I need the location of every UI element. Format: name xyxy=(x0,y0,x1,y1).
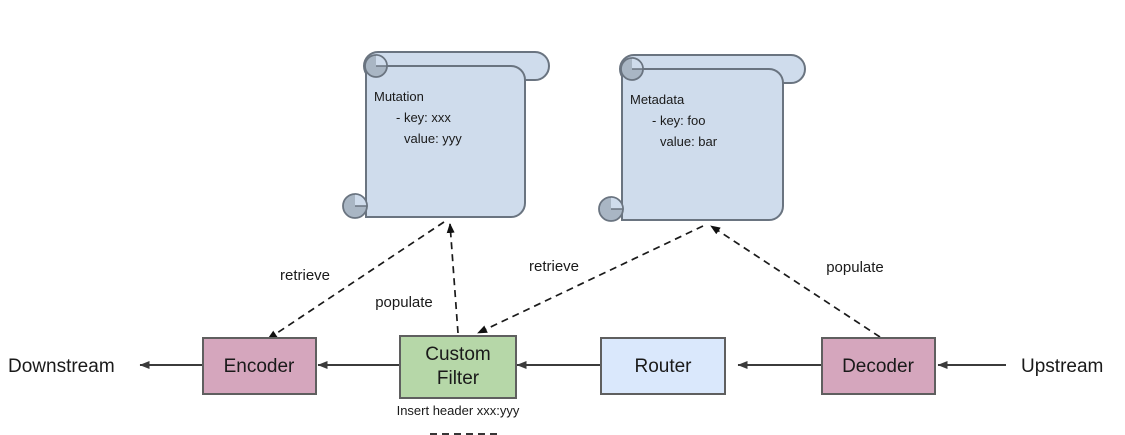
node-decoder-label: Decoder xyxy=(842,356,914,377)
node-router[interactable]: Router xyxy=(600,337,726,395)
metadata-note-bottom-curl-inner xyxy=(610,196,624,210)
node-router-rect xyxy=(600,337,726,395)
edge-label-populate-left: populate xyxy=(375,294,433,311)
edge-populate-decoder-to-metadata xyxy=(710,225,881,338)
mutation-note-body xyxy=(365,65,526,218)
edge-label-populate-right: populate xyxy=(826,259,884,276)
node-custom-filter-label-line2: Filter xyxy=(437,368,480,389)
mutation-note-title: Mutation xyxy=(374,89,424,104)
mutation-note-line2: value: yyy xyxy=(404,131,462,146)
metadata-note-top-curl-inner xyxy=(631,57,644,70)
node-custom-filter-rect xyxy=(399,335,517,399)
node-custom-filter[interactable]: Custom Filter xyxy=(399,335,517,399)
node-decoder[interactable]: Decoder xyxy=(821,337,936,395)
metadata-note-line1: - key: foo xyxy=(652,113,705,128)
node-encoder[interactable]: Encoder xyxy=(202,337,317,395)
metadata-note-title: Metadata xyxy=(630,92,685,107)
metadata-note-body xyxy=(621,68,784,221)
edge-retrieve-metadata-to-customfilter xyxy=(477,225,704,334)
node-decoder-rect xyxy=(821,337,936,395)
node-router-label: Router xyxy=(634,356,692,377)
node-encoder-label: Encoder xyxy=(224,356,295,377)
mutation-note-top-curl-inner xyxy=(375,54,388,67)
caption-custom-filter: Insert header xxx:yyy xyxy=(397,403,520,418)
edge-label-retrieve-right: retrieve xyxy=(529,258,579,275)
node-encoder-rect xyxy=(202,337,317,395)
edge-label-retrieve-left: retrieve xyxy=(280,267,330,284)
label-downstream: Downstream xyxy=(8,356,115,377)
dashed-edges-group xyxy=(267,221,881,340)
label-upstream: Upstream xyxy=(1021,356,1103,377)
metadata-note-line2: value: bar xyxy=(660,134,718,149)
mutation-note[interactable]: Mutation - key: xxx value: yyy xyxy=(342,51,550,219)
node-custom-filter-label-line1: Custom xyxy=(425,344,490,365)
edge-populate-customfilter-to-mutation xyxy=(446,223,459,334)
metadata-note[interactable]: Metadata - key: foo value: bar xyxy=(598,54,806,222)
mutation-note-line1: - key: xxx xyxy=(396,110,451,125)
mutation-note-bottom-curl-inner xyxy=(354,193,368,207)
